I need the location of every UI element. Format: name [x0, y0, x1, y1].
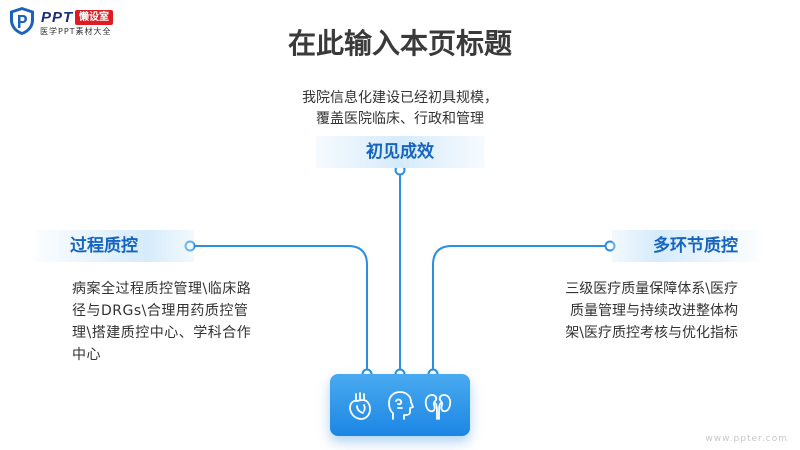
- right-description-line: 三级医疗质量保障体系\医疗: [565, 281, 738, 297]
- shield-logo-icon: [10, 7, 34, 35]
- logo-badge: 懒设室: [75, 10, 113, 25]
- left-description-line: 中心: [72, 347, 101, 363]
- head-icon: [388, 391, 414, 420]
- watermark: www.ppter.com: [705, 434, 788, 444]
- label-initial-results: 初见成效: [316, 136, 484, 168]
- top-description: 我院信息化建设已经初具规模， 覆盖医院临床、行政和管理: [250, 88, 550, 130]
- left-description-line: 径与DRGs\合理用药质控管: [72, 303, 249, 319]
- icon-panel: [330, 374, 470, 436]
- top-description-line: 我院信息化建设已经初具规模，: [302, 90, 498, 106]
- label-multi-link-qc: 多环节质控: [612, 230, 762, 262]
- kidney-icon: [424, 394, 452, 420]
- page-title: 在此输入本页标题: [287, 27, 512, 60]
- logo-brand-text: PPT: [41, 9, 74, 26]
- left-description-line: 理\搭建质控中心、学科合作: [72, 325, 252, 341]
- left-description: 病案全过程质控管理\临床路 径与DRGs\合理用药质控管 理\搭建质控中心、学科…: [72, 278, 272, 366]
- label-process-qc: 过程质控: [36, 230, 194, 262]
- heart-icon: [349, 392, 371, 420]
- right-description: 三级医疗质量保障体系\医疗 质量管理与持续改进整体构 架\医疗质控考核与优化指标: [530, 278, 738, 344]
- right-description-line: 质量管理与持续改进整体构: [570, 303, 738, 319]
- brand-logo: PPT 懒设室 医学PPT素材大全: [8, 6, 133, 38]
- left-description-line: 病案全过程质控管理\临床路: [72, 281, 252, 297]
- logo-subtitle: 医学PPT素材大全: [40, 27, 112, 36]
- right-description-line: 架\医疗质控考核与优化指标: [565, 325, 738, 341]
- top-description-line: 覆盖医院临床、行政和管理: [316, 111, 484, 127]
